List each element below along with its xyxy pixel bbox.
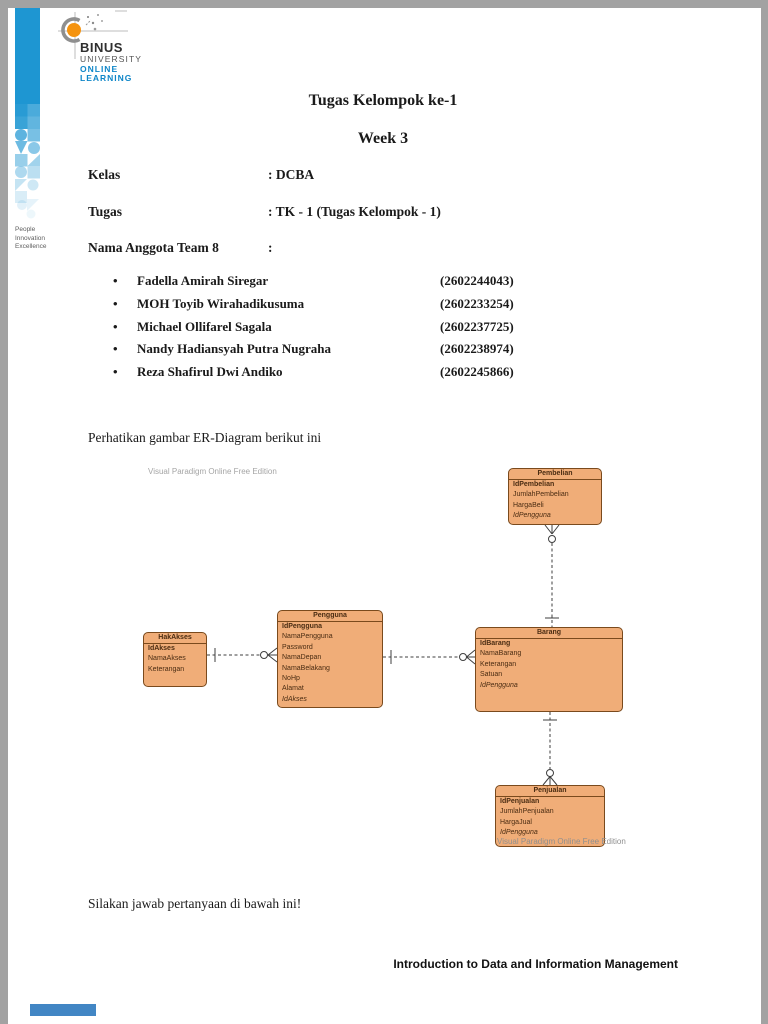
entity-attribute: NamaBarang bbox=[480, 650, 522, 658]
entity-title: Pembelian bbox=[509, 469, 601, 480]
tugas-row: Tugas : TK - 1 (Tugas Kelompok - 1) bbox=[88, 204, 678, 220]
entity-attribute: IdAkses bbox=[148, 645, 175, 652]
entity-attribute: NoHp bbox=[282, 675, 300, 683]
watermark-text: Visual Paradigm Online Free Edition bbox=[497, 837, 626, 846]
kelas-row: Kelas : DCBA bbox=[88, 167, 678, 183]
er-diagram: Visual Paradigm Online Free Edition bbox=[100, 455, 660, 855]
binus-logo-text: BINUS UNIVERSITY ONLINE LEARNING bbox=[80, 41, 142, 84]
member-list: • Fadella Amirah Siregar (2602244043) • … bbox=[88, 273, 678, 387]
entity-attribute: Satuan bbox=[480, 671, 503, 679]
tugas-label: Tugas bbox=[88, 204, 123, 219]
connector-hakakses-pengguna bbox=[207, 647, 278, 663]
entity-attribute: Keterangan bbox=[480, 660, 517, 668]
list-item: • MOH Toyib Wirahadikusuma (2602233254) bbox=[88, 296, 678, 319]
entity-attribute: NamaDepan bbox=[282, 654, 322, 662]
kelas-value: : DCBA bbox=[268, 167, 315, 182]
motto-text: People Innovation Excellence bbox=[15, 226, 46, 252]
entity-attribute: JumlahPenjualan bbox=[500, 808, 554, 816]
page-title: Tugas Kelompok ke-1 bbox=[308, 92, 458, 109]
logo-brand: BINUS bbox=[80, 40, 123, 55]
bullet-icon: • bbox=[113, 364, 118, 380]
tugas-value: : TK - 1 (Tugas Kelompok - 1) bbox=[268, 204, 441, 219]
list-item: • Reza Shafirul Dwi Andiko (2602245866) bbox=[88, 364, 678, 387]
entity-title: Penjualan bbox=[496, 786, 604, 797]
member-name: Reza Shafirul Dwi Andiko bbox=[137, 364, 283, 380]
page-subtitle: Week 3 bbox=[357, 130, 409, 147]
entity-attribute: Password bbox=[282, 643, 313, 651]
entity-attribute: NamaPengguna bbox=[282, 633, 333, 641]
connector-pengguna-barang bbox=[383, 649, 476, 665]
course-footer: Introduction to Data and Information Man… bbox=[393, 957, 678, 971]
entity-attribute: NamaAkses bbox=[148, 655, 186, 663]
entity-attribute: Alamat bbox=[282, 685, 304, 693]
entity-attribute: IdBarang bbox=[480, 640, 511, 647]
member-id: (2602244043) bbox=[440, 273, 514, 288]
watermark-text: Visual Paradigm Online Free Edition bbox=[148, 467, 277, 476]
entity-penjualan: Penjualan IdPenjualan JumlahPenjualan Ha… bbox=[495, 785, 605, 847]
list-item: • Fadella Amirah Siregar (2602244043) bbox=[88, 273, 678, 296]
member-id: (2602237725) bbox=[440, 318, 514, 334]
member-name: Nandy Hadiansyah Putra Nugraha bbox=[137, 341, 331, 357]
logo-online: ONLINE bbox=[80, 63, 119, 74]
entity-attribute: IdPembelian bbox=[513, 481, 555, 488]
entity-attribute: IdPengguna bbox=[513, 512, 551, 520]
connector-barang-penjualan bbox=[542, 712, 558, 786]
motto-line: People bbox=[15, 226, 36, 233]
motto-line: Excellence bbox=[15, 243, 47, 250]
connector-barang-pembelian bbox=[544, 524, 560, 627]
entity-attribute: HargaJual bbox=[500, 818, 532, 826]
entity-barang: Barang IdBarang NamaBarang Keterangan Sa… bbox=[475, 627, 623, 712]
entity-attribute: IdPengguna bbox=[480, 681, 518, 689]
team-row: Nama Anggota Team 8 : bbox=[88, 240, 678, 256]
document-page bbox=[8, 8, 761, 1024]
entity-attribute: IdAkses bbox=[282, 695, 307, 703]
entity-attribute: NamaBelakang bbox=[282, 664, 330, 672]
binus-logo-icon bbox=[58, 10, 128, 59]
member-id: (2602233254) bbox=[440, 295, 514, 311]
footer-accent-bar bbox=[30, 1004, 96, 1016]
member-name: MOH Toyib Wirahadikusuma bbox=[137, 295, 305, 311]
bullet-icon: • bbox=[113, 318, 118, 334]
sidebar-mosaic-graphic bbox=[15, 8, 40, 219]
entity-title: Barang bbox=[476, 628, 622, 639]
logo-university: UNIVERSITY bbox=[80, 54, 143, 64]
team-label: Nama Anggota Team 8 bbox=[88, 240, 219, 255]
bullet-icon: • bbox=[113, 341, 118, 357]
entity-title: Pengguna bbox=[278, 611, 382, 622]
team-colon: : bbox=[268, 240, 273, 255]
entity-pembelian: Pembelian IdPembelian JumlahPembelian Ha… bbox=[508, 468, 602, 525]
member-id: (2602238974) bbox=[440, 341, 514, 357]
bullet-icon: • bbox=[113, 295, 118, 311]
entity-attribute: IdPengguna bbox=[282, 623, 323, 630]
list-item: • Nandy Hadiansyah Putra Nugraha (260223… bbox=[88, 341, 678, 364]
motto-line: Innovation bbox=[15, 234, 45, 242]
kelas-label: Kelas bbox=[88, 167, 121, 182]
entity-pengguna: Pengguna IdPengguna NamaPengguna Passwor… bbox=[277, 610, 383, 708]
closing-text: Silakan jawab pertanyaan di bawah ini! bbox=[88, 896, 302, 911]
list-item: • Michael Ollifarel Sagala (2602237725) bbox=[88, 319, 678, 342]
bullet-icon: • bbox=[113, 273, 118, 288]
member-name: Michael Ollifarel Sagala bbox=[137, 318, 272, 334]
relationship-connectors bbox=[207, 524, 560, 786]
entity-hakakses: HakAkses IdAkses NamaAkses Keterangan bbox=[143, 632, 207, 687]
entity-attribute: JumlahPembelian bbox=[513, 491, 569, 499]
member-name: Fadella Amirah Siregar bbox=[137, 273, 269, 288]
entity-attribute: HargaBeli bbox=[513, 501, 544, 509]
entity-attribute: IdPenjualan bbox=[500, 798, 540, 805]
logo-learning: LEARNING bbox=[80, 73, 133, 83]
entity-attribute: IdPengguna bbox=[500, 829, 538, 837]
diagram-intro-text: Perhatikan gambar ER-Diagram berikut ini bbox=[88, 430, 322, 445]
binus-logo: BINUS UNIVERSITY ONLINE LEARNING bbox=[58, 9, 198, 85]
entity-title: HakAkses bbox=[144, 633, 206, 644]
member-id: (2602245866) bbox=[440, 364, 514, 380]
entity-attribute: Keterangan bbox=[148, 665, 185, 673]
